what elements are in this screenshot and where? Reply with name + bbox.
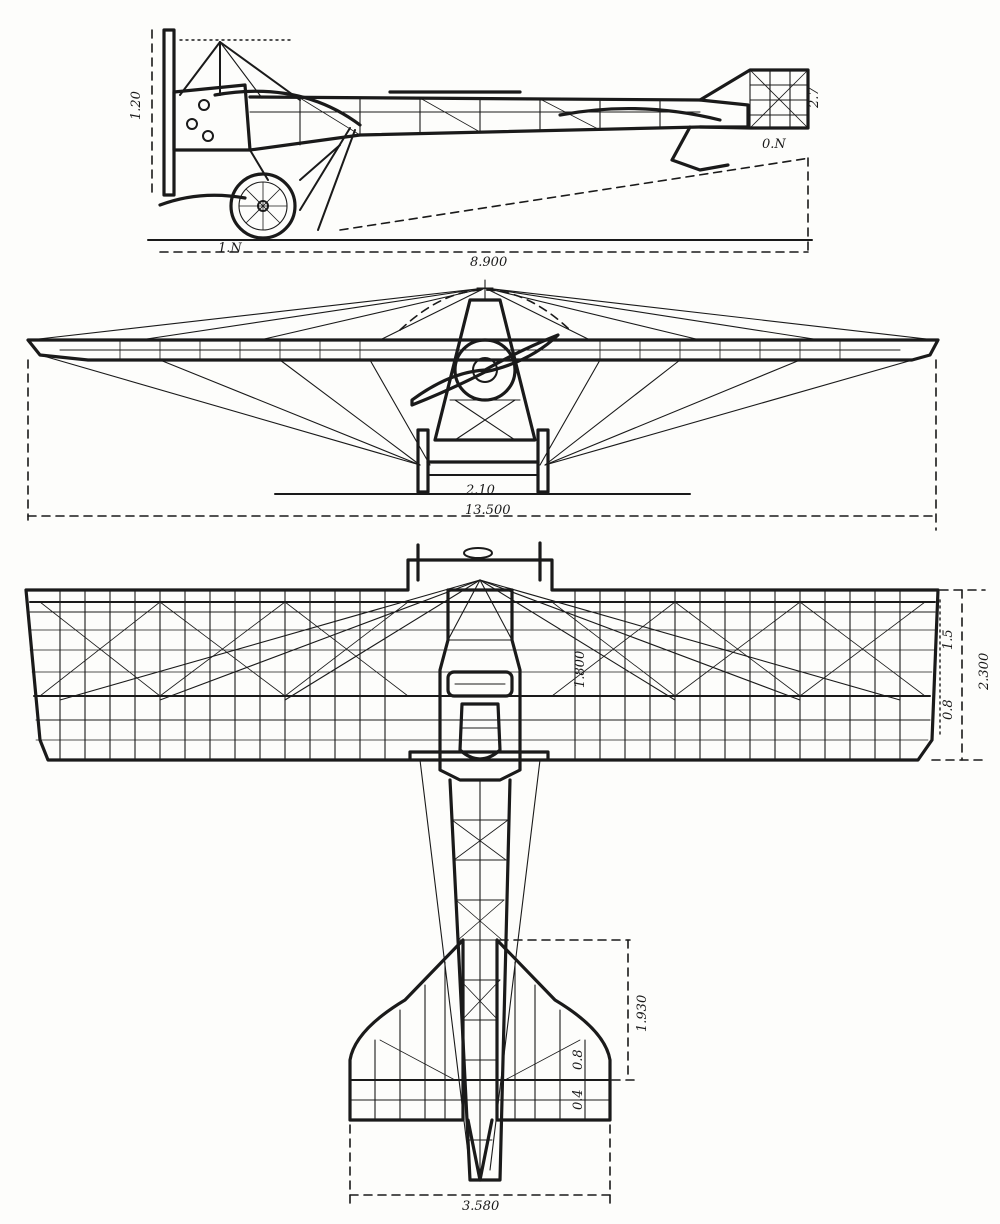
side-wheelbase-label: 1.N bbox=[218, 241, 242, 256]
side-wheel bbox=[229, 172, 297, 240]
side-tail-gap-label: 0.N bbox=[762, 137, 786, 152]
top-wing-ribs-left bbox=[59, 589, 386, 761]
side-tail-skid bbox=[670, 125, 730, 172]
top-propeller-hub bbox=[463, 547, 493, 559]
side-pylon-wire-2 bbox=[219, 41, 263, 99]
top-tail-span-label: 3.580 bbox=[462, 1199, 499, 1214]
top-rudder bbox=[466, 1118, 494, 1182]
side-length-label: 8.900 bbox=[470, 255, 507, 270]
top-tailplane-left bbox=[348, 938, 465, 1122]
top-cabane-left bbox=[447, 579, 481, 641]
side-rudder-diag-2 bbox=[749, 69, 809, 129]
side-height-label: 1.20 bbox=[129, 91, 144, 120]
front-fuselage-diag-2 bbox=[454, 399, 516, 441]
top-cockpit bbox=[458, 702, 502, 761]
top-view: 1.5 2.300 0.8 1.800 1.930 0.8 0.4 3.580 bbox=[24, 541, 992, 1214]
top-tail-chord-label: 0.8 bbox=[571, 1049, 586, 1070]
front-fuselage bbox=[433, 298, 537, 442]
front-propeller bbox=[410, 333, 560, 407]
top-chord-tip-label: 0.8 bbox=[941, 699, 956, 720]
front-gear-right-leg bbox=[536, 428, 550, 494]
side-spoke-4 bbox=[245, 188, 281, 224]
top-chord-inner-label: 1.5 bbox=[941, 629, 956, 650]
front-engine bbox=[453, 338, 517, 402]
top-tail-root-label: 0.4 bbox=[571, 1089, 586, 1110]
side-cylinder-1 bbox=[198, 99, 210, 111]
top-tail-ribs bbox=[374, 961, 586, 1121]
top-tail-brace-left bbox=[379, 1039, 456, 1081]
side-tail-fin bbox=[698, 68, 810, 130]
top-flying-wires bbox=[59, 579, 901, 701]
front-upper-wires bbox=[29, 287, 936, 341]
top-wing-outline bbox=[24, 558, 940, 762]
side-pylon-left bbox=[179, 41, 221, 96]
top-wing-grid bbox=[29, 629, 936, 741]
side-diag-1 bbox=[299, 97, 361, 136]
top-wing-ribs-right bbox=[574, 589, 901, 761]
top-tail-brace-right bbox=[504, 1039, 581, 1081]
top-tail-depth-label: 1.930 bbox=[635, 995, 650, 1032]
front-track-label: 2.10 bbox=[465, 483, 495, 498]
top-chord-total-label: 2.300 bbox=[977, 653, 992, 691]
side-view: 1.20 2.7 0.N 1.N 8.900 bbox=[129, 28, 822, 270]
top-windscreen bbox=[446, 670, 514, 698]
top-fuselage-diagonals bbox=[451, 819, 509, 1021]
side-pylon-wire bbox=[219, 41, 301, 101]
side-gear-strut-3 bbox=[317, 129, 356, 231]
top-cockpit-label: 1.800 bbox=[573, 651, 588, 688]
front-gear-left-leg bbox=[416, 428, 430, 494]
side-front-skid bbox=[158, 193, 247, 207]
side-cylinder-2 bbox=[186, 118, 198, 130]
side-gear-strut-4 bbox=[299, 144, 341, 181]
front-lower-wires bbox=[39, 354, 931, 466]
front-wing-ribs bbox=[119, 339, 841, 361]
side-gear-strut-2 bbox=[299, 127, 351, 211]
side-diag-2 bbox=[419, 97, 481, 133]
side-elevator-profile bbox=[558, 107, 722, 122]
side-tail-ground-dash bbox=[339, 157, 811, 231]
front-view: 2.10 13.500 bbox=[26, 279, 940, 531]
side-tail-height-label: 2.7 bbox=[807, 87, 822, 109]
top-wing-cross-bracing bbox=[39, 601, 926, 697]
top-cabane-right bbox=[479, 579, 513, 641]
top-fuselage-front bbox=[438, 588, 522, 782]
top-tailplane-right bbox=[495, 938, 612, 1122]
front-span-label: 13.500 bbox=[465, 503, 511, 518]
side-cylinder-3 bbox=[202, 130, 214, 142]
